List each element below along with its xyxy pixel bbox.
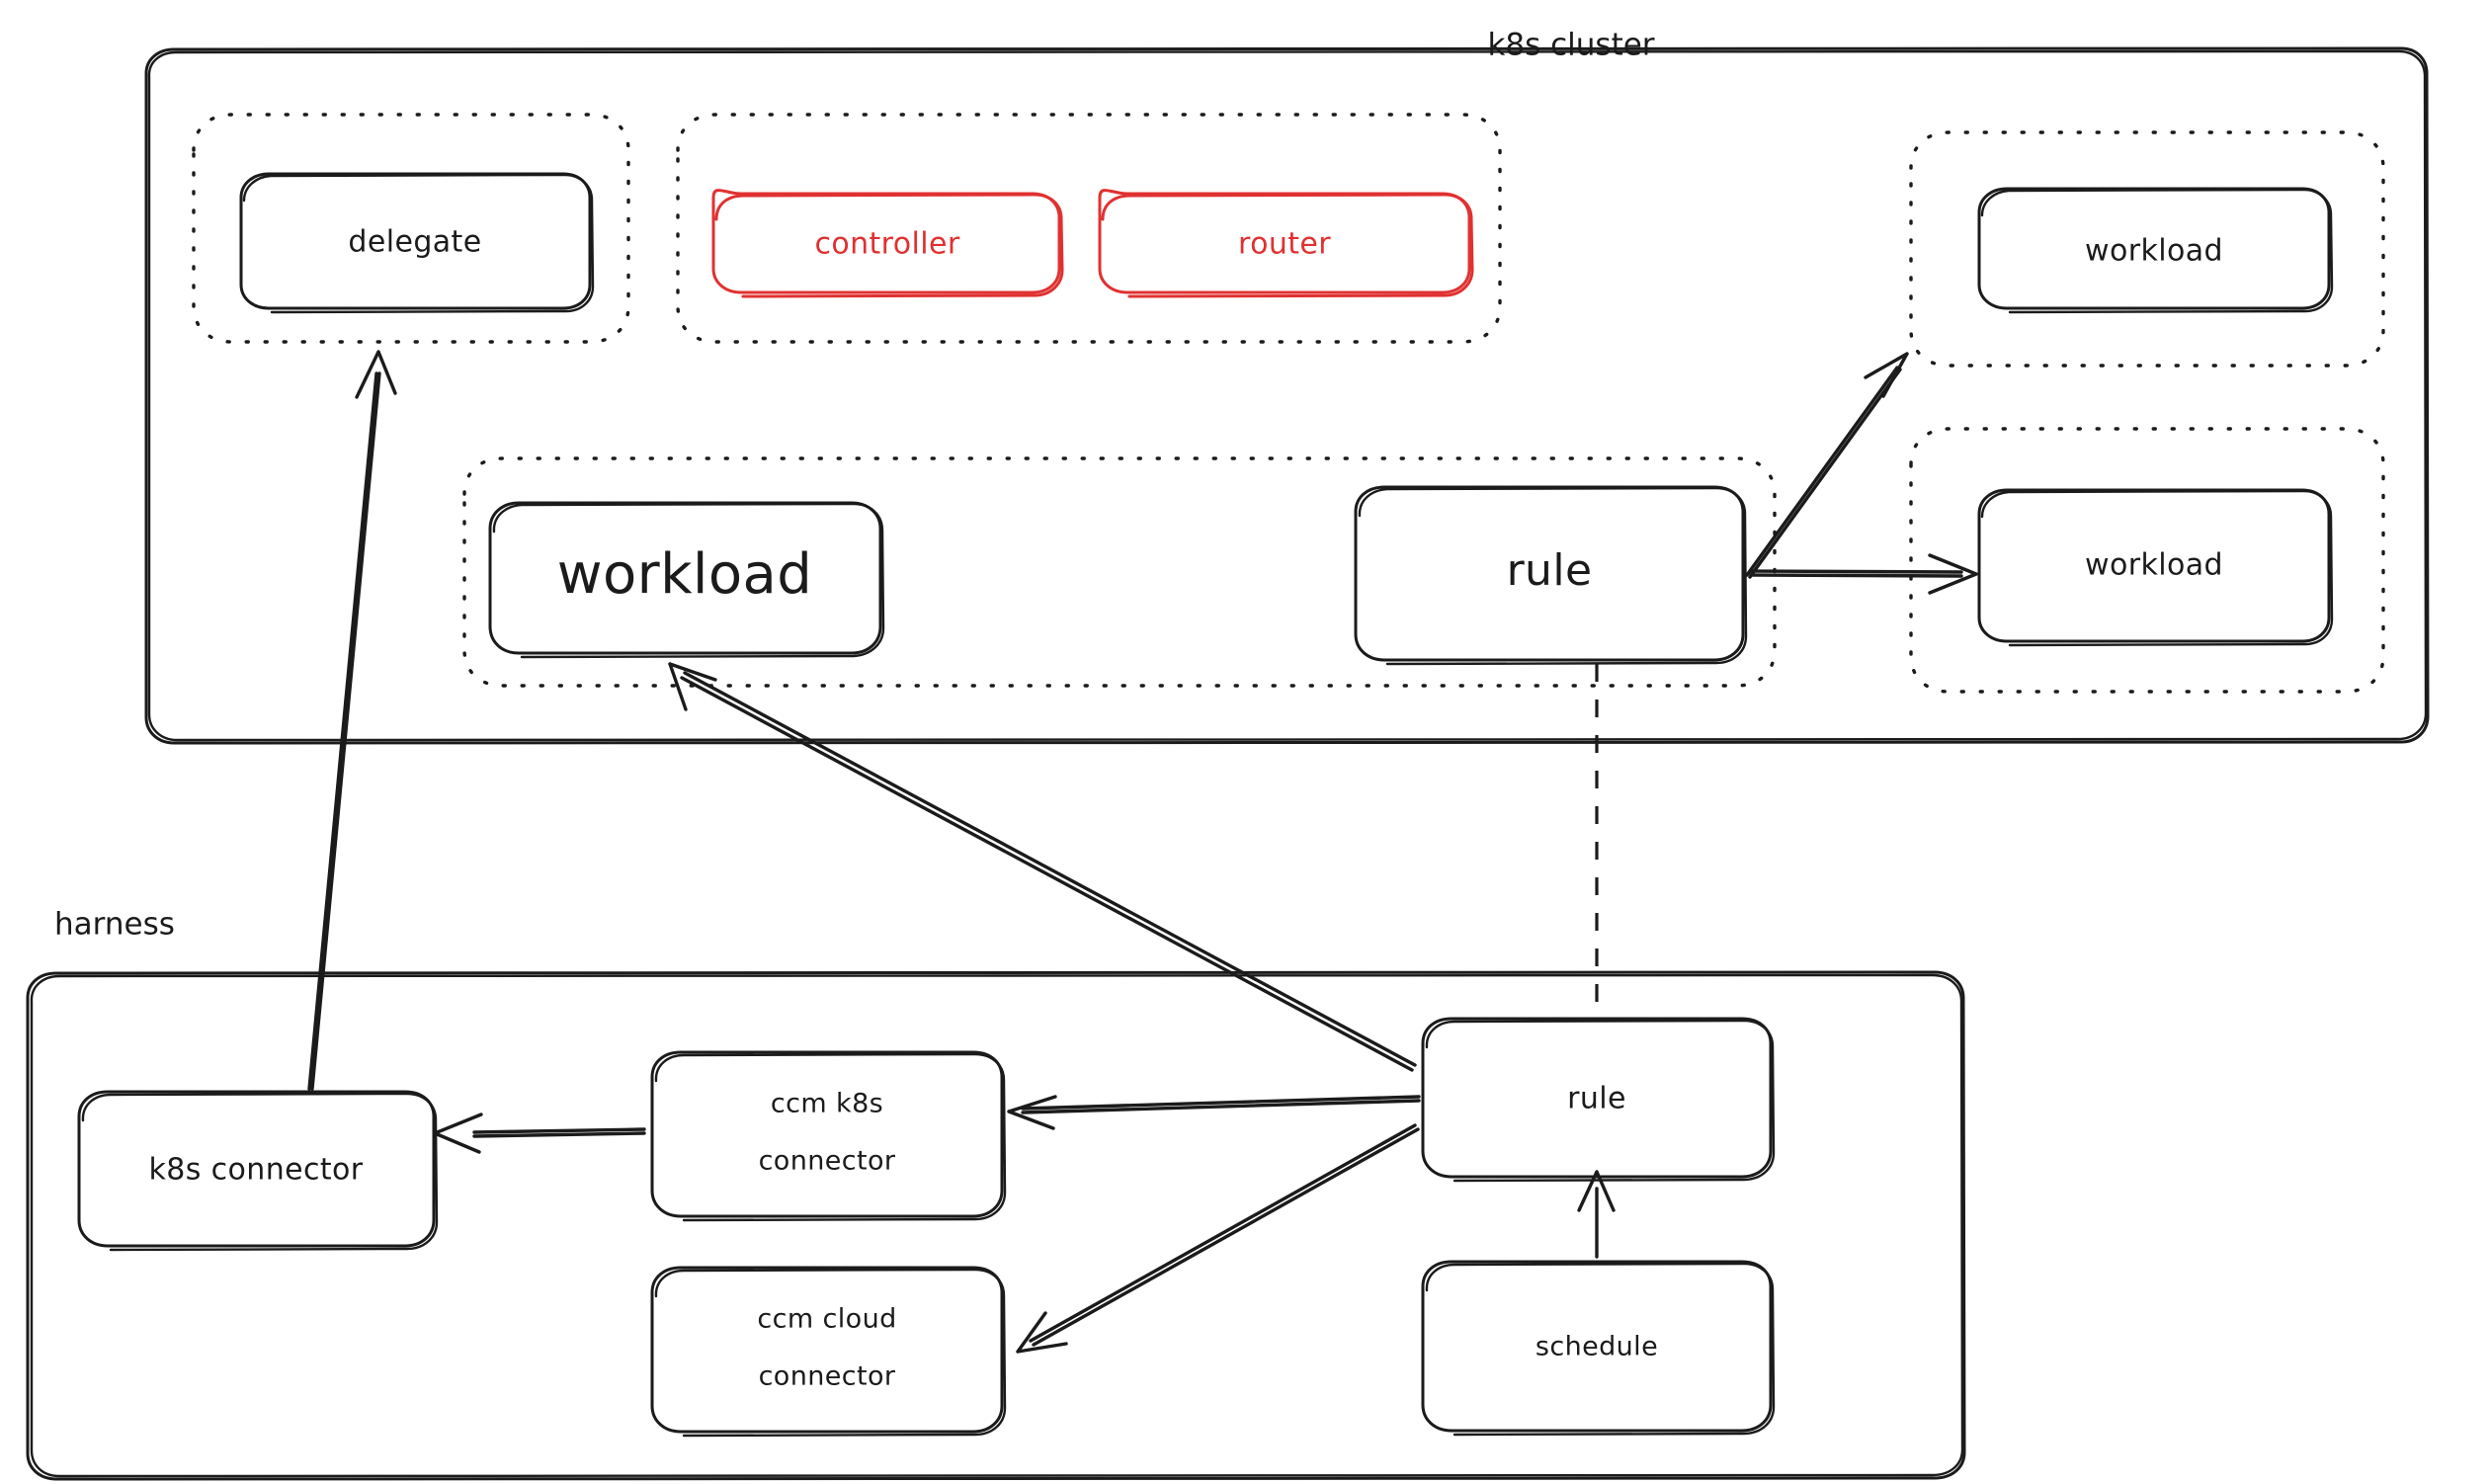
node-workload-top-right-label: workload: [2085, 234, 2223, 269]
node-schedule-label: schedule: [1536, 1332, 1658, 1362]
workload-top-right-namespace-group: [1909, 130, 2385, 368]
node-ccm-k8s-connector-label-line1: ccm k8s: [771, 1089, 883, 1119]
node-controller[interactable]: controller: [711, 189, 1064, 298]
edge-rule-harness-to-ccm-cloud-connector: [1016, 1123, 1420, 1354]
edge-k8s-connector-to-delegate: [307, 350, 397, 1091]
node-k8s-connector[interactable]: k8s connector: [77, 1090, 439, 1252]
edge-rule-cluster-to-workload-top-right: [1745, 352, 1909, 579]
node-delegate-label: delegate: [348, 225, 481, 260]
k8s-cluster-label: k8s cluster: [1487, 28, 1654, 63]
node-router[interactable]: router: [1098, 189, 1474, 298]
edge-rule-cluster-to-workload-bottom-right: [1749, 553, 1978, 595]
node-ccm-cloud-connector-label-line2: connector: [759, 1361, 896, 1392]
node-ccm-cloud-connector-label-line1: ccm cloud: [757, 1304, 896, 1335]
edge-schedule-to-rule-harness: [1577, 1170, 1616, 1259]
node-workload-center[interactable]: workload: [488, 501, 885, 659]
edge-rule-harness-to-ccm-k8s-connector: [1007, 1095, 1421, 1130]
node-workload-bottom-right-label: workload: [2085, 548, 2223, 583]
node-ccm-k8s-connector-label-line2: connector: [759, 1146, 896, 1177]
delegate-namespace-group: [192, 113, 630, 344]
node-router-label: router: [1238, 227, 1331, 262]
k8s-cluster-container: [144, 46, 2430, 745]
node-controller-label: controller: [814, 227, 959, 262]
node-rule-cluster-label: rule: [1507, 545, 1593, 596]
node-k8s-connector-label: k8s connector: [148, 1153, 363, 1188]
node-workload-center-label: workload: [557, 542, 812, 607]
harness-label: harness: [54, 907, 175, 943]
node-workload-bottom-right[interactable]: workload: [1977, 488, 2334, 647]
controller-router-namespace-group: [676, 113, 1502, 344]
node-rule-harness[interactable]: rule: [1421, 1017, 1776, 1183]
node-schedule[interactable]: schedule: [1421, 1260, 1776, 1437]
node-ccm-k8s-connector[interactable]: ccm k8s connector: [650, 1050, 1007, 1222]
node-ccm-cloud-connector[interactable]: ccm cloud connector: [650, 1266, 1007, 1438]
edge-ccm-k8s-connector-to-k8s-connector: [433, 1113, 646, 1154]
node-rule-harness-label: rule: [1567, 1082, 1626, 1116]
harness-container: [26, 970, 1966, 1481]
edge-rule-harness-to-workload-center: [668, 662, 1417, 1072]
node-workload-top-right[interactable]: workload: [1977, 187, 2334, 314]
node-delegate[interactable]: delegate: [239, 172, 595, 314]
node-rule-cluster[interactable]: rule: [1354, 485, 1748, 666]
